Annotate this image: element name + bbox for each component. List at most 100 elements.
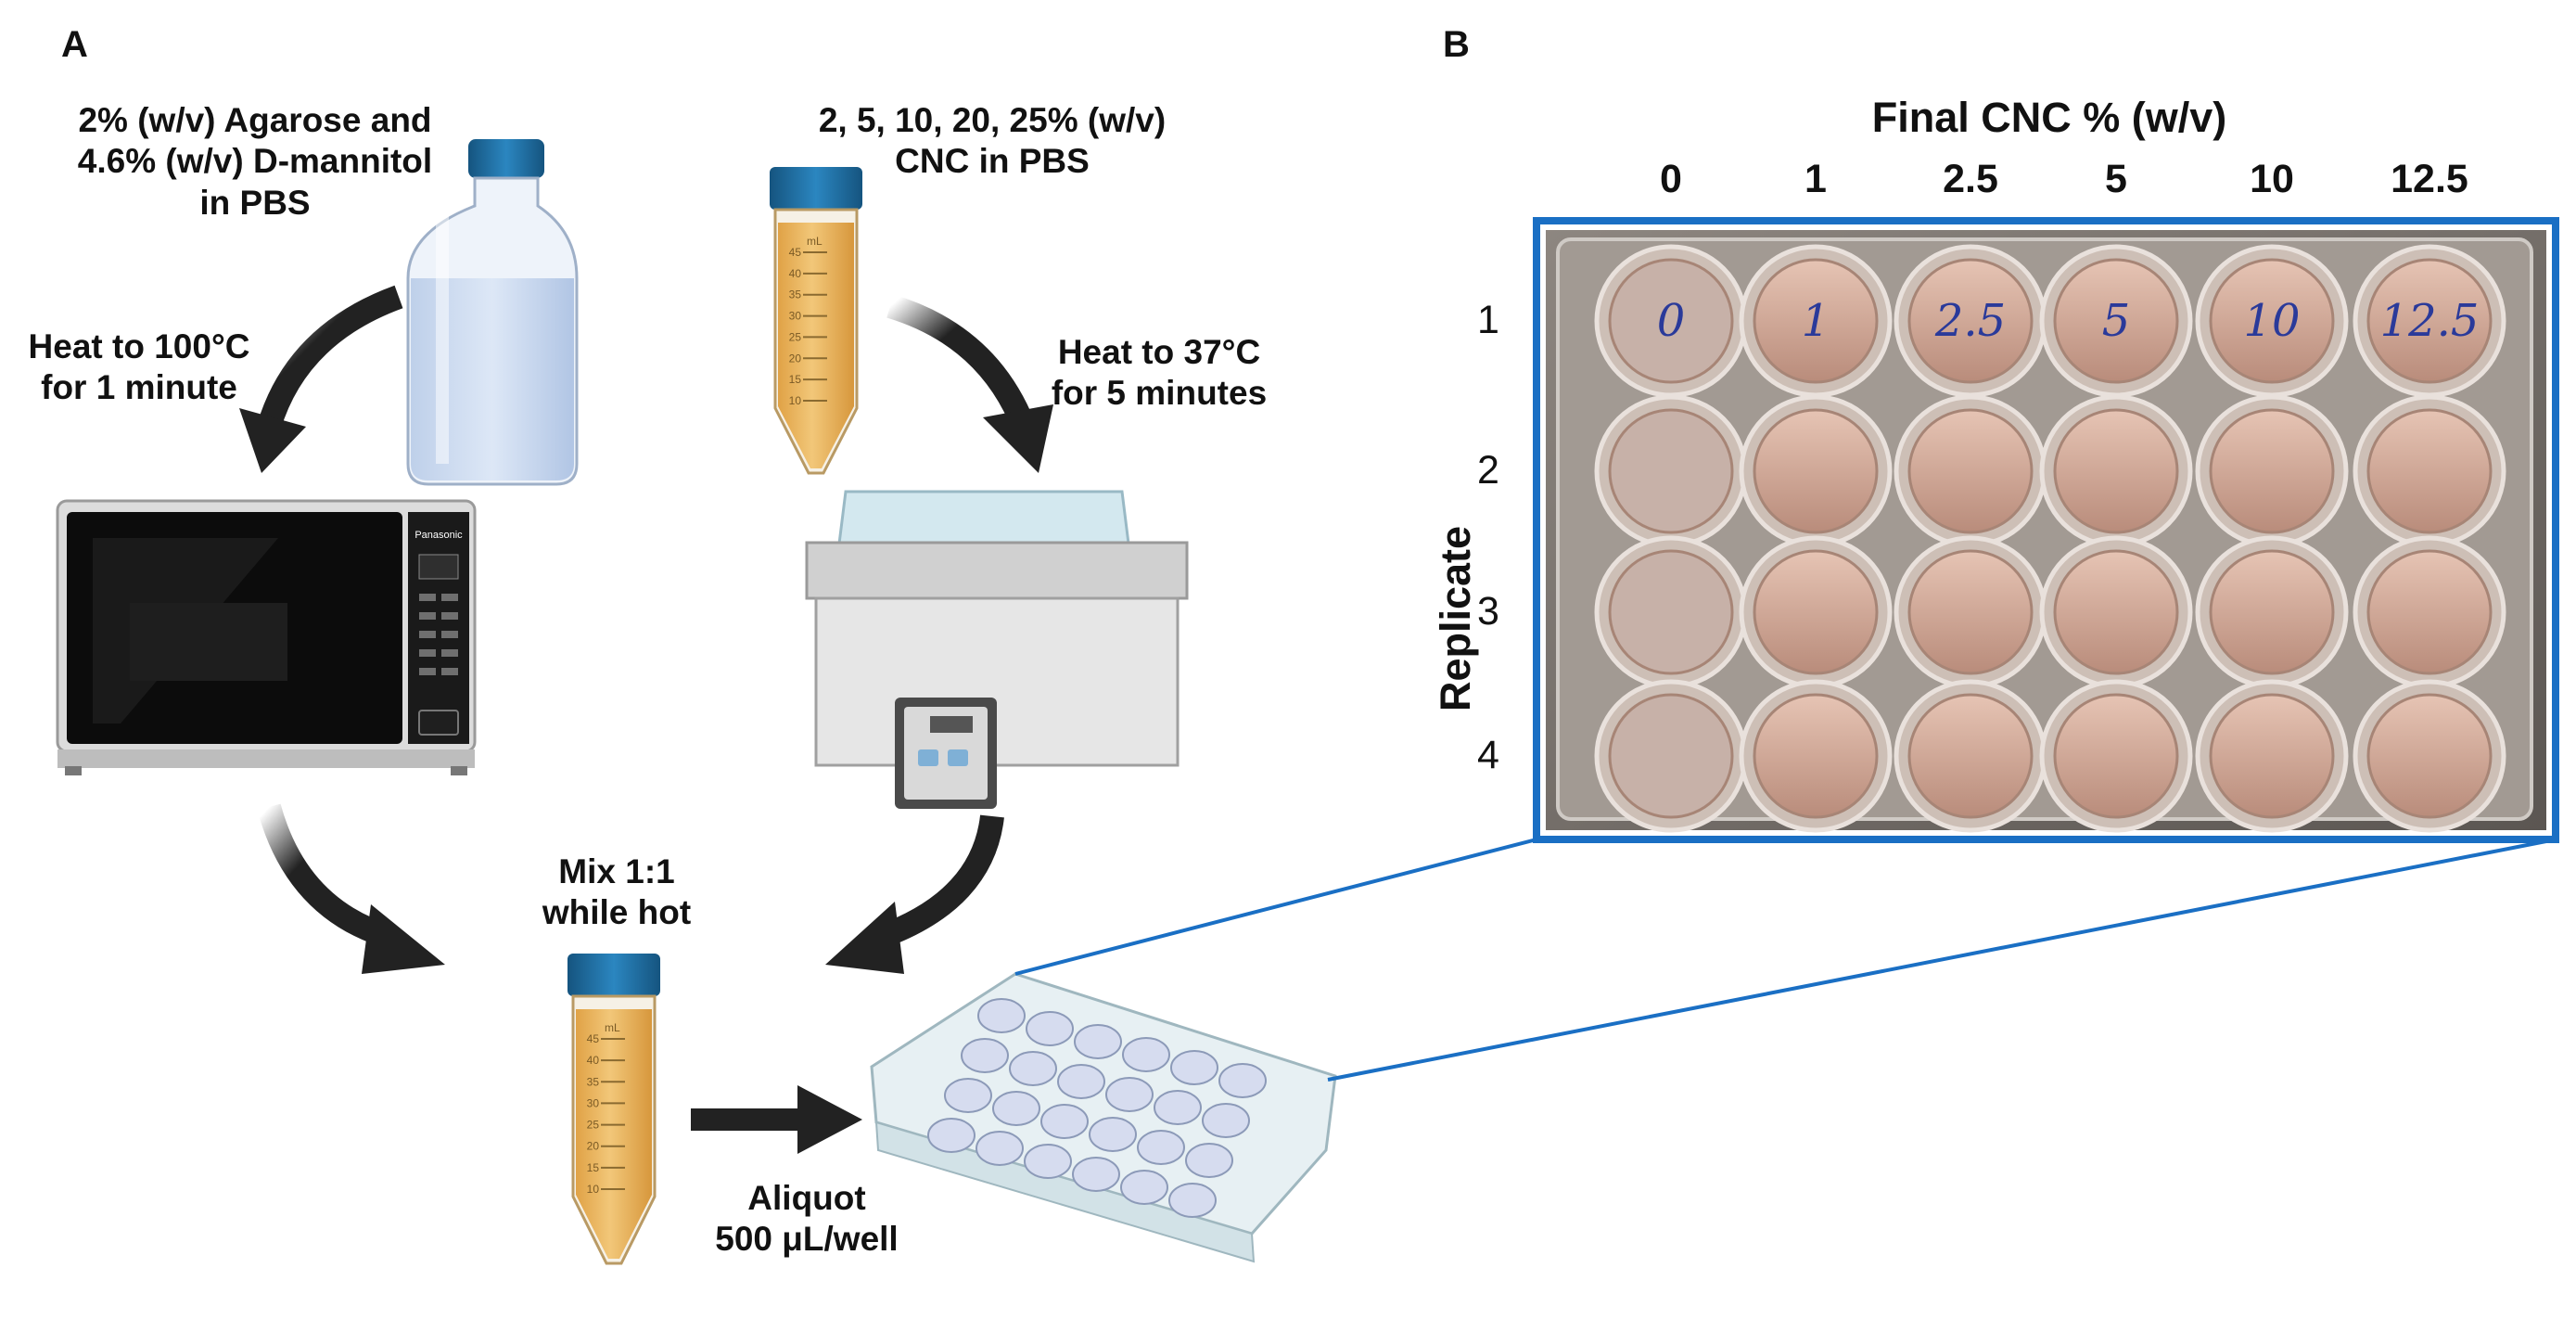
well-liquid <box>1907 693 2034 819</box>
well-liquid <box>2209 258 2335 384</box>
arrow-tube-to-plate <box>691 1085 862 1154</box>
agarose-label-line2: 4.6% (w/v) D-mannitol <box>77 142 433 181</box>
mix-line2: while hot <box>542 893 692 932</box>
mix-line1: Mix 1:1 <box>558 852 675 890</box>
well-liquid <box>2209 693 2335 819</box>
well-liquid <box>2053 693 2179 819</box>
tube-graduations: mL 45 40 35 30 25 20 15 10 <box>587 1021 625 1196</box>
well-handwriting: 12.5 <box>2380 295 2480 347</box>
tube-tick-label: 20 <box>587 1140 600 1153</box>
water-bath <box>805 490 1189 809</box>
agarose-label-line3: in PBS <box>199 183 311 222</box>
column-tick-label: 2.5 <box>1943 157 1998 201</box>
mini-well <box>961 1038 1009 1073</box>
row-tick-label: 2 <box>1477 448 1499 493</box>
heat-37-line1: Heat to 37°C <box>1057 333 1261 371</box>
well-handwriting: 0 <box>1657 295 1686 347</box>
well-handwriting: 2.5 <box>1934 295 2006 347</box>
mix-label: Mix 1:1 while hot <box>501 852 733 934</box>
tube-tick-label: 30 <box>789 310 802 323</box>
mini-well <box>1105 1077 1154 1112</box>
heat-100-line2: for 1 minute <box>41 368 237 407</box>
tube-tick-label: 10 <box>587 1183 600 1196</box>
cnc-label-line1: 2, 5, 10, 20, 25% (w/v) <box>818 101 1167 139</box>
microwave: Panasonic <box>56 499 477 775</box>
well-liquid <box>2053 408 2179 534</box>
well-liquid <box>1907 549 2034 675</box>
well-liquid <box>2366 693 2493 819</box>
mini-well <box>1040 1104 1089 1139</box>
well-liquid <box>1753 408 1879 534</box>
mini-well <box>1170 1050 1218 1085</box>
mini-well <box>1202 1103 1250 1138</box>
arrow-bath-to-plate <box>825 814 1004 974</box>
connector-line-right <box>1327 838 2557 1082</box>
tube-tick-label: 25 <box>587 1119 600 1132</box>
tube-tick-label: 20 <box>789 352 802 365</box>
mini-well <box>1137 1130 1185 1165</box>
well-liquid <box>1753 549 1879 675</box>
tube-tick-label: 35 <box>789 288 802 301</box>
column-tick-label: 10 <box>2250 157 2294 201</box>
agarose-bottle <box>406 139 579 486</box>
well-liquid <box>2053 258 2179 384</box>
cnc-label: 2, 5, 10, 20, 25% (w/v) CNC in PBS <box>788 100 1196 183</box>
arrow-tube-to-bath <box>886 294 1053 473</box>
mini-well <box>1072 1157 1120 1192</box>
mini-well <box>1024 1144 1072 1179</box>
aliquot-line1: Aliquot <box>747 1179 866 1217</box>
well-handwriting: 5 <box>2102 295 2131 347</box>
well-liquid <box>2209 408 2335 534</box>
connector-line-left <box>1014 838 1537 976</box>
mini-well <box>1122 1037 1170 1072</box>
tube-unit-label: mL <box>807 235 823 248</box>
mini-well <box>1074 1024 1122 1059</box>
panel-b-letter: B <box>1443 24 1470 65</box>
tube-tick-label: 15 <box>587 1161 600 1174</box>
well-liquid <box>2209 549 2335 675</box>
well-liquid <box>1907 258 2034 384</box>
aliquot-label: Aliquot 500 μL/well <box>677 1178 937 1261</box>
heat-37-label: Heat to 37°C for 5 minutes <box>1020 332 1298 415</box>
well-liquid <box>1753 693 1879 819</box>
mini-well <box>1168 1183 1217 1218</box>
column-tick-label: 0 <box>1660 157 1682 201</box>
mini-well <box>976 1131 1024 1166</box>
heat-100-line1: Heat to 100°C <box>28 327 250 365</box>
row-tick-label: 3 <box>1477 589 1499 634</box>
tube-tick-label: 25 <box>789 330 802 343</box>
heat-37-line2: for 5 minutes <box>1051 374 1268 413</box>
mini-well <box>927 1118 976 1153</box>
well-handwriting: 1 <box>1802 295 1830 347</box>
mini-well <box>992 1091 1040 1126</box>
tube-tick-label: 45 <box>587 1032 600 1045</box>
well-liquid <box>1608 693 1734 819</box>
column-axis-title: Final CNC % (w/v) <box>1871 94 2227 141</box>
aliquot-line2: 500 μL/well <box>715 1220 899 1259</box>
arrow-bottle-to-microwave <box>239 285 403 473</box>
mini-well <box>1026 1011 1074 1046</box>
well-liquid <box>1608 258 1734 384</box>
mini-well <box>1089 1117 1137 1152</box>
well-liquid <box>1753 258 1879 384</box>
column-tick-label: 12.5 <box>2391 157 2468 201</box>
tube-tick-label: 30 <box>587 1096 600 1109</box>
tube-tick-label: 35 <box>587 1075 600 1088</box>
mini-well <box>944 1078 992 1113</box>
cnc-label-line2: CNC in PBS <box>895 142 1090 181</box>
tube-unit-label: mL <box>605 1021 620 1034</box>
column-tick-label: 1 <box>1804 157 1827 201</box>
agarose-label: 2% (w/v) Agarose and 4.6% (w/v) D-mannit… <box>28 100 482 224</box>
microwave-brand: Panasonic <box>414 530 463 541</box>
row-tick-label: 1 <box>1477 298 1499 342</box>
tube-tick-label: 10 <box>789 394 802 407</box>
row-tick-label: 4 <box>1477 733 1499 777</box>
well-liquid <box>2366 549 2493 675</box>
column-tick-label: 5 <box>2105 157 2127 201</box>
well-liquid <box>2366 408 2493 534</box>
mini-well <box>1185 1143 1233 1178</box>
tube-tick-label: 40 <box>587 1054 600 1067</box>
